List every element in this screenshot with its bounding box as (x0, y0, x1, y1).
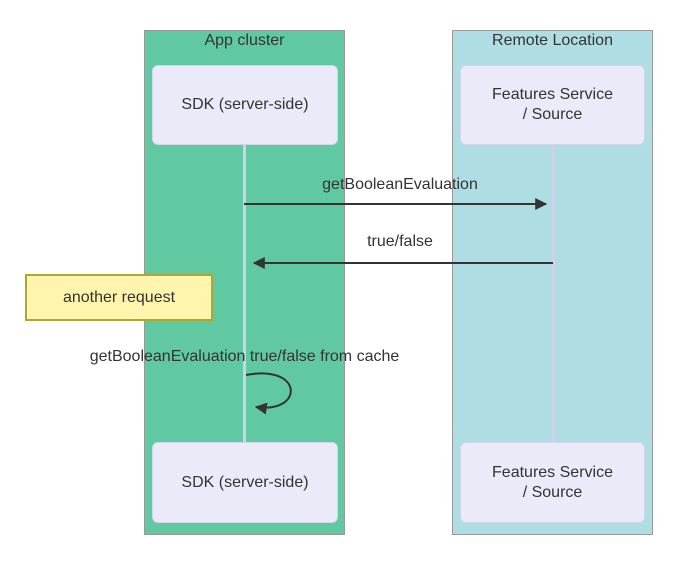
participant-sdk-bottom-label: SDK (server-side) (181, 473, 309, 491)
app-cluster-title: App cluster (204, 32, 285, 49)
note-another-request-label: another request (62, 288, 176, 306)
participant-sdk-bottom: SDK (server-side) (152, 442, 338, 523)
participant-features-bottom-label-line2: / Source (522, 483, 583, 501)
participant-sdk-top: SDK (server-side) (152, 65, 338, 145)
participant-features-top-label-line1: Features Service (492, 86, 613, 103)
lifeline-features (552, 145, 555, 442)
message-label-getBooleanEvaluation: getBooleanEvaluation (322, 176, 478, 193)
participant-features-top: Features Service / Source (460, 65, 645, 145)
note-another-request: another request (25, 274, 213, 321)
participant-features-bottom-label-line1: Features Service (492, 463, 613, 481)
remote-location-cluster-title: Remote Location (492, 32, 613, 49)
message-label-true-false: true/false (367, 233, 433, 250)
participant-sdk-top-label: SDK (server-side) (181, 96, 309, 113)
participant-features-bottom: Features Service / Source (460, 442, 645, 523)
lifeline-sdk (243, 145, 246, 442)
message-label-cache: getBooleanEvaluation true/false from cac… (89, 348, 400, 365)
participant-features-top-label-line2: / Source (522, 106, 583, 123)
